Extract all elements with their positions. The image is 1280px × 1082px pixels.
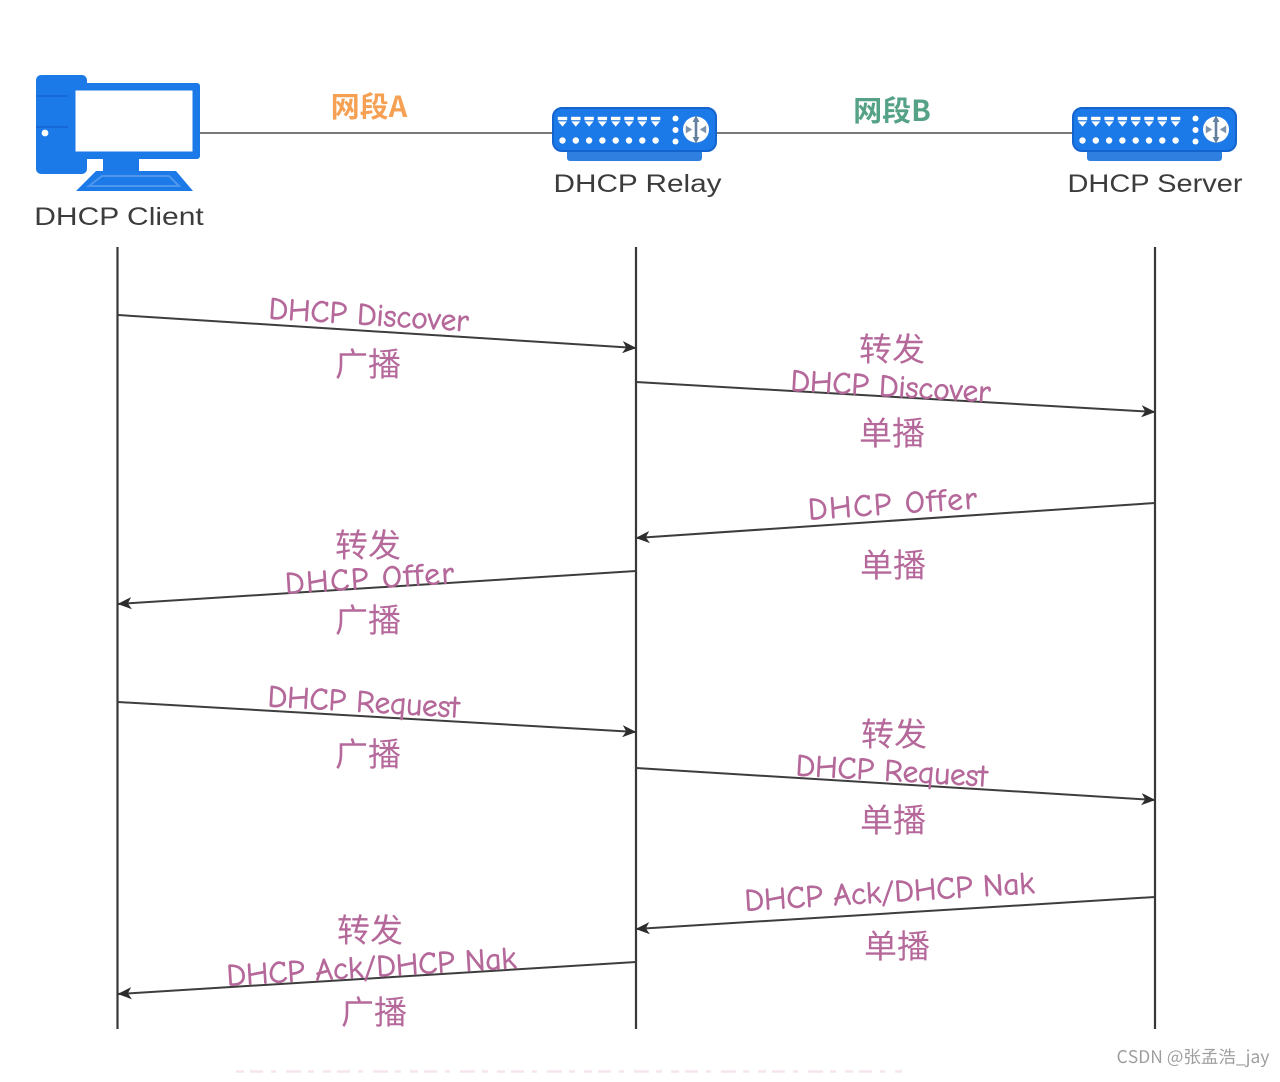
svg-text:DHCP Relay: DHCP Relay [553,169,721,197]
svg-text:DHCP Server: DHCP Server [1067,169,1242,198]
svg-text:DHCP Client: DHCP Client [34,202,204,230]
